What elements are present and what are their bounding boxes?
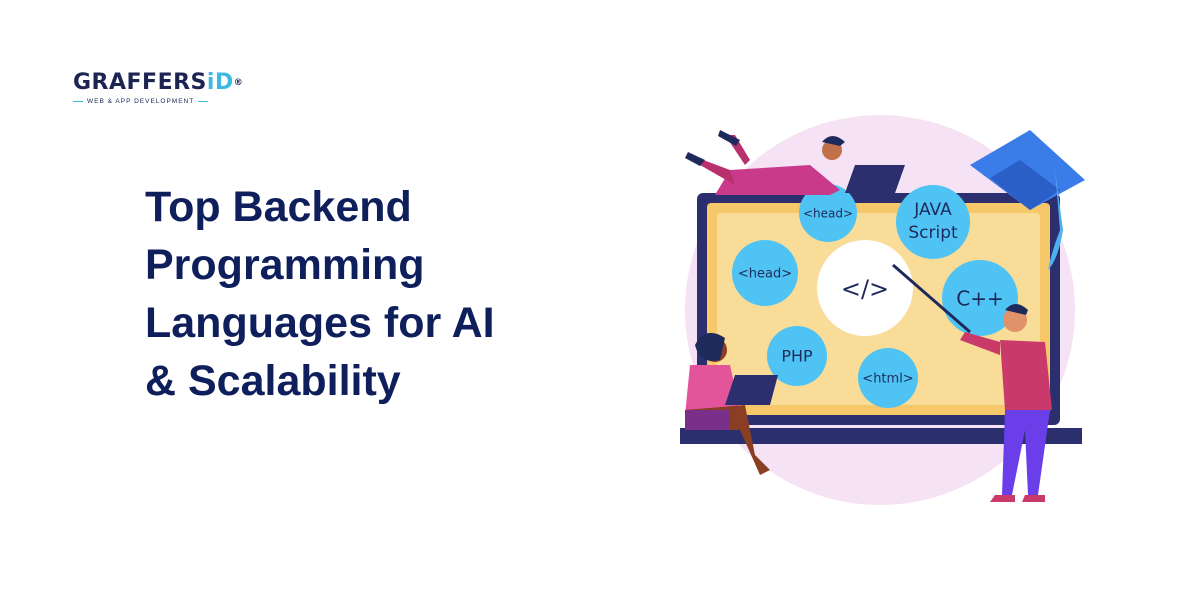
bubble-code: </> <box>817 240 913 336</box>
logo-tagline: WEB & APP DEVELOPMENT <box>73 98 223 105</box>
pointer-stick <box>892 263 971 334</box>
logo-brand-main: GRAFFERS <box>73 70 207 95</box>
title-line: Programming <box>145 241 425 289</box>
graduation-cap-icon <box>970 130 1085 270</box>
bubble-label: <head> <box>803 207 853 221</box>
logo-registered-mark: ® <box>233 78 244 88</box>
bubble-label: C++ <box>956 287 1003 311</box>
graffersid-logo: GRAFFERSiD® WEB & APP DEVELOPMENT <box>73 70 243 105</box>
person-sitting-illustration <box>685 332 778 475</box>
person-lying-illustration <box>685 130 905 195</box>
bubble-label: Script <box>908 223 958 243</box>
bubble-label: PHP <box>781 347 813 366</box>
title-line: Languages for AI <box>145 299 495 347</box>
bubble-head-top: <head> <box>799 184 857 242</box>
programming-illustration: <head> JAVA Script <head> </> C++ PHP <h… <box>680 115 1085 505</box>
bubble-php: PHP <box>767 326 827 386</box>
bubble-label: <head> <box>738 267 792 282</box>
logo-tagline-text: WEB & APP DEVELOPMENT <box>87 98 195 105</box>
logo-brand-accent: iD <box>206 70 234 95</box>
person-pointing-illustration <box>960 304 1052 502</box>
page-title: Top Backend Programming Languages for AI… <box>145 178 495 410</box>
title-line: Top Backend <box>145 183 412 231</box>
bubble-label: </> <box>841 275 889 303</box>
bubble-cpp: C++ <box>942 260 1018 336</box>
bubble-javascript: JAVA Script <box>896 185 970 259</box>
bubble-head-left: <head> <box>732 240 798 306</box>
laptop-base <box>680 428 1082 444</box>
bubble-html: <html> <box>858 348 918 408</box>
bubble-label: <html> <box>862 372 913 387</box>
logo-wordmark: GRAFFERSiD® <box>73 70 243 96</box>
title-line: & Scalability <box>145 357 401 405</box>
bubble-label: JAVA <box>913 200 952 220</box>
